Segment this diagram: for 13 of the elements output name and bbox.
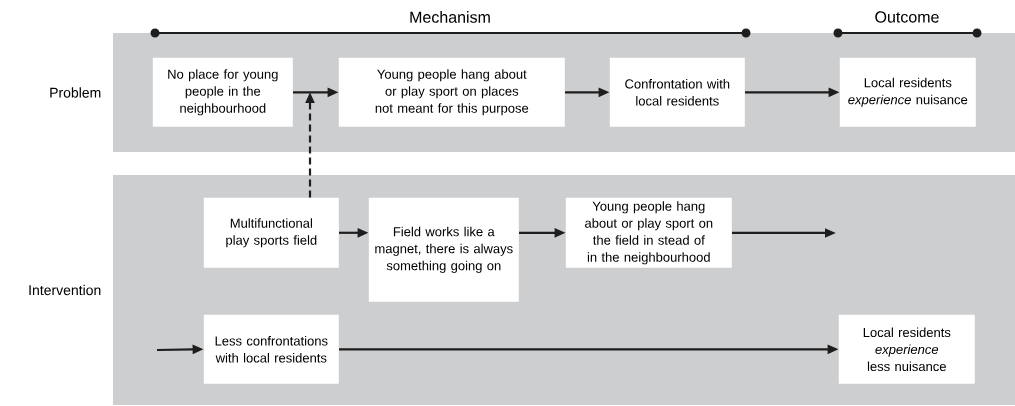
text-box: Young people hang about or play sport on places not meant for this purpose (338, 57, 565, 127)
text-box: Less confrontations with local residents (203, 314, 339, 384)
node-label: Problem (50, 87, 101, 98)
section-label: Outcome (875, 11, 939, 23)
text-box: No place for young people in the neighbourhood (152, 57, 293, 127)
text-box: Multifunctional play sports field (203, 197, 339, 268)
text-box: Confrontation with local residents (609, 57, 745, 127)
text-box: Local residents experience less nuisance (838, 314, 975, 384)
section-label: Mechanism (410, 11, 490, 23)
text-box: Local residents experience nuisance (839, 57, 976, 127)
node-label: Intervention (29, 284, 101, 296)
text-box: Young people hang about or play sport on the field in stead of in the neighbourhood (565, 197, 732, 268)
text-box: Field works like a magnet, there is always something going on (368, 197, 519, 302)
